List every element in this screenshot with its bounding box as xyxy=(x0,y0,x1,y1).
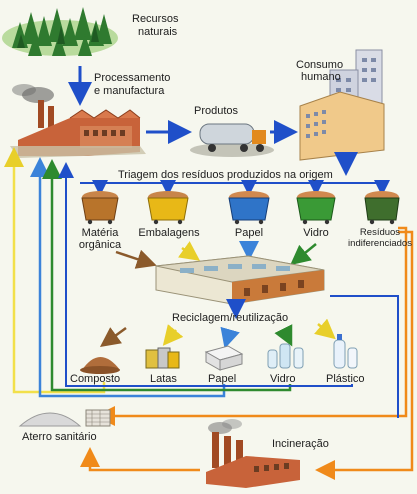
flow-packaging-to-plant xyxy=(177,241,201,261)
loop-cans-to-factory xyxy=(3,147,106,394)
flow-recycling-to-cans xyxy=(162,324,184,346)
forest-icon xyxy=(2,7,118,56)
plastic-bottles-icon xyxy=(333,334,358,369)
flow-recycling-to-paper xyxy=(220,326,240,349)
label-bin-paper: Papel xyxy=(234,227,264,239)
bin-glass-icon xyxy=(296,191,336,225)
flow-undifferentiated-to-incineration xyxy=(315,230,414,480)
bin-packaging-icon xyxy=(147,191,189,225)
label-bin-glass: Vidro xyxy=(303,227,329,239)
label-resources-2: naturais xyxy=(138,26,178,38)
label-recycling: Reciclagem/reutilização xyxy=(172,312,289,324)
label-compost: Composto xyxy=(70,373,121,385)
label-glass-out: Vidro xyxy=(270,373,296,385)
label-incineration: Incineração xyxy=(272,438,329,450)
flow-glass-to-plant xyxy=(290,243,317,266)
landfill-icon xyxy=(18,409,111,427)
flow-incineration-to-landfill xyxy=(80,447,200,472)
label-products: Produtos xyxy=(194,105,239,117)
flow-organic-to-plant xyxy=(115,249,157,269)
label-bin-undiff-2: indiferenciados xyxy=(348,238,412,249)
label-consumption-2: humano xyxy=(301,71,341,83)
label-processing-2: e manufactura xyxy=(94,85,165,97)
loop-plastic-to-factory xyxy=(58,162,353,387)
city-buildings-icon xyxy=(299,49,385,161)
flow-undifferentiated-to-landfill xyxy=(95,226,408,426)
label-cans: Latas xyxy=(150,373,177,385)
flow-recycling-to-compost xyxy=(99,326,127,347)
bin-paper-icon xyxy=(228,191,270,225)
label-bin-organic-1: Matéria xyxy=(81,227,119,239)
bin-undifferentiated-icon xyxy=(364,191,400,225)
label-bin-undiff-1: Resíduos xyxy=(359,227,401,238)
bin-organic-icon xyxy=(81,191,119,225)
cans-icon xyxy=(145,347,180,369)
label-paper-out: Papel xyxy=(208,373,237,385)
sorting-plant-icon xyxy=(155,255,325,305)
flow-plant-residue xyxy=(330,295,399,418)
label-plastic: Plástico xyxy=(326,373,365,385)
factory-icon xyxy=(10,84,146,158)
label-consumption-1: Consumo xyxy=(296,59,344,71)
label-bin-packaging: Embalagens xyxy=(138,227,200,239)
incineration-plant-icon xyxy=(206,419,300,488)
label-processing-1: Processamento xyxy=(94,72,171,84)
paper-stack-icon xyxy=(204,345,244,371)
flow-recycling-to-plastic xyxy=(314,318,336,340)
label-bin-organic-2: orgânica xyxy=(78,239,122,251)
glass-bottles-icon xyxy=(267,343,304,369)
label-sorting: Triagem dos resíduos produzidos na orige… xyxy=(118,169,333,181)
flow-recycling-to-glass xyxy=(274,324,293,347)
label-landfill: Aterro sanitário xyxy=(22,431,97,443)
truck-icon xyxy=(190,123,274,157)
compost-icon xyxy=(80,357,120,374)
label-resources-1: Recursos xyxy=(132,13,179,25)
